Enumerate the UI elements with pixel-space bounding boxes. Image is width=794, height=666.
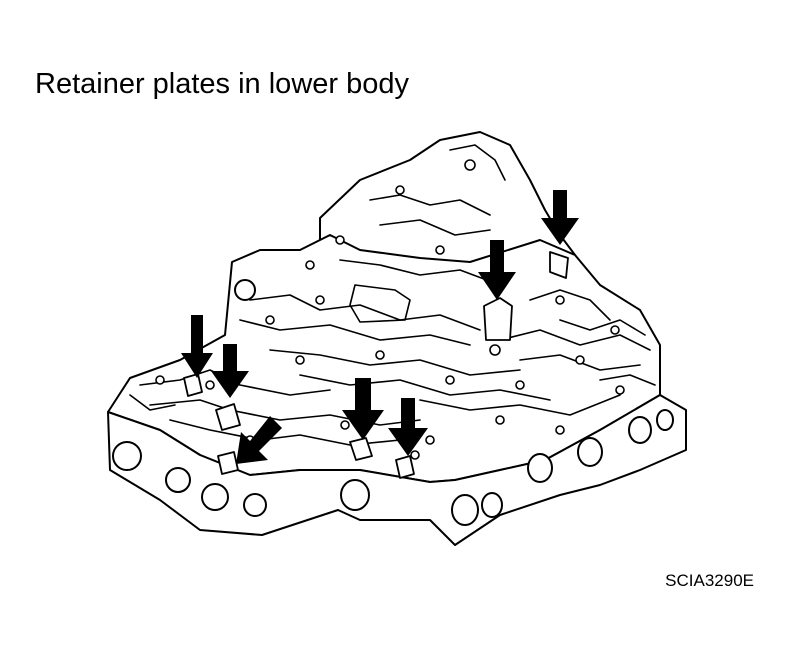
retainer-plate	[395, 455, 415, 479]
arrow-down-icon	[388, 398, 428, 456]
figure-code: SCIA3290E	[665, 571, 754, 590]
retainer-plate	[549, 251, 569, 279]
retainer-plate	[183, 373, 203, 397]
figure-title: Retainer plates in lower body	[35, 68, 409, 100]
arrow-down-icon	[181, 315, 213, 378]
arrow-down-icon	[211, 344, 249, 398]
retainer-plate	[349, 437, 373, 461]
arrow-down-icon	[342, 378, 384, 440]
retainer-plate	[483, 297, 513, 341]
retainer-plate	[215, 403, 241, 431]
retainer-plate	[217, 451, 239, 475]
arrow-down-icon	[478, 240, 516, 300]
arrow-down-icon	[236, 416, 282, 464]
arrow-down-icon	[541, 190, 579, 245]
